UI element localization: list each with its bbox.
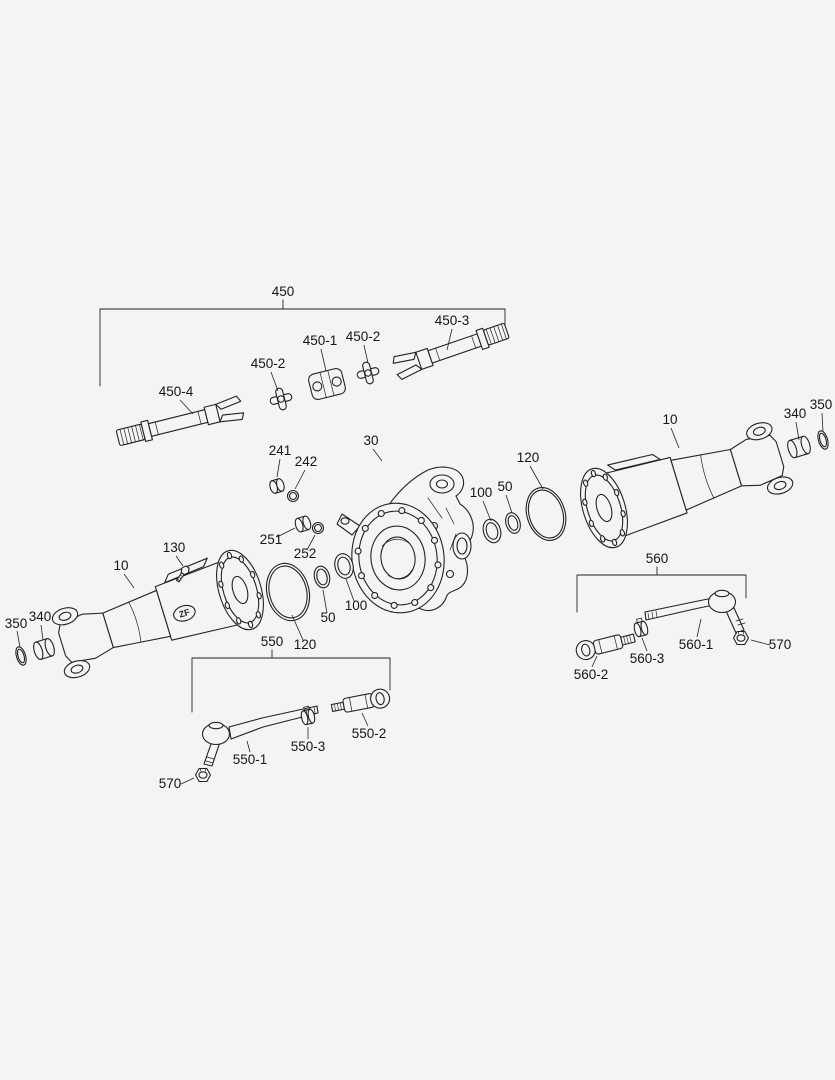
part-450-2-ujoint-cross-left (269, 387, 293, 411)
part-550-2-tie-rod-end (330, 688, 391, 713)
label-560-1: 560-1 (679, 637, 714, 652)
label-100-left: 100 (345, 598, 368, 613)
part-550-1-tie-rod (201, 705, 319, 767)
label-251: 251 (260, 532, 283, 547)
bracket-560 (576, 566, 747, 613)
zf-badge (173, 604, 196, 622)
bracket-550 (191, 649, 391, 713)
label-570-right: 570 (769, 637, 792, 652)
label-560-3: 560-3 (630, 651, 665, 666)
part-251-bushing (294, 515, 312, 533)
part-560-3-clamp (633, 617, 649, 638)
part-100-ring-left (334, 553, 354, 579)
label-450-2-right: 450-2 (346, 329, 381, 344)
label-50-right: 50 (497, 479, 512, 494)
part-50-ring-left (313, 565, 331, 589)
label-group-450: 450 (272, 284, 295, 299)
label-450-3: 450-3 (435, 313, 470, 328)
label-group-560: 560 (646, 551, 669, 566)
label-550-3: 550-3 (291, 739, 326, 754)
label-group-550: 550 (261, 634, 284, 649)
label-340-right: 340 (784, 406, 807, 421)
label-350-right: 350 (810, 397, 833, 412)
part-100-ring-right (482, 518, 502, 544)
part-10-axle-housing-left: ZF (51, 549, 264, 679)
label-350-left: 350 (5, 616, 28, 631)
part-450-1-double-yoke (308, 367, 346, 401)
label-450-4: 450-4 (159, 384, 194, 399)
part-450-4-shaft (115, 395, 245, 446)
part-120-o-ring-left (265, 562, 311, 622)
part-130-breather-bolt (175, 565, 190, 583)
part-560-1-tie-rod (644, 589, 746, 634)
part-50-ring-right (505, 512, 521, 534)
label-30: 30 (363, 433, 378, 448)
part-120-o-ring-right (525, 487, 567, 541)
part-242-o-ring (286, 489, 300, 503)
label-130: 130 (163, 540, 186, 555)
label-340-left: 340 (29, 609, 52, 624)
part-340-bushing-right (787, 435, 811, 459)
label-252: 252 (294, 546, 317, 561)
label-120-left: 120 (294, 637, 317, 652)
label-10-right: 10 (662, 412, 677, 427)
part-350-ring-left (15, 646, 27, 666)
part-570-castle-nut-left (194, 767, 212, 783)
label-241: 241 (269, 443, 292, 458)
label-570-left: 570 (159, 776, 182, 791)
part-340-bushing-left (33, 638, 55, 660)
part-550-3-clamp (300, 705, 316, 726)
part-241-plug (269, 478, 285, 494)
label-100-right: 100 (470, 485, 493, 500)
part-450-2-ujoint-cross-right (356, 361, 380, 385)
label-450-2-left: 450-2 (251, 356, 286, 371)
label-242: 242 (295, 454, 318, 469)
label-10-left: 10 (113, 558, 128, 573)
label-450-1: 450-1 (303, 333, 338, 348)
part-10-axle-housing-right (580, 422, 794, 549)
leader-lines (16, 328, 824, 785)
bracket-450 (99, 299, 506, 387)
part-350-ring-right (817, 430, 829, 450)
label-550-2: 550-2 (352, 726, 387, 741)
part-450-3-shaft (392, 322, 510, 380)
label-50-left: 50 (320, 610, 335, 625)
part-570-castle-nut-right (732, 630, 750, 646)
part-252-o-ring (311, 521, 325, 535)
part-560-2-tie-rod-end (575, 633, 636, 661)
label-550-1: 550-1 (233, 752, 268, 767)
zf-badge-label: ZF (178, 607, 192, 620)
label-560-2: 560-2 (574, 667, 609, 682)
label-120-right: 120 (517, 450, 540, 465)
part-30-diff-carrier-housing (336, 466, 474, 614)
